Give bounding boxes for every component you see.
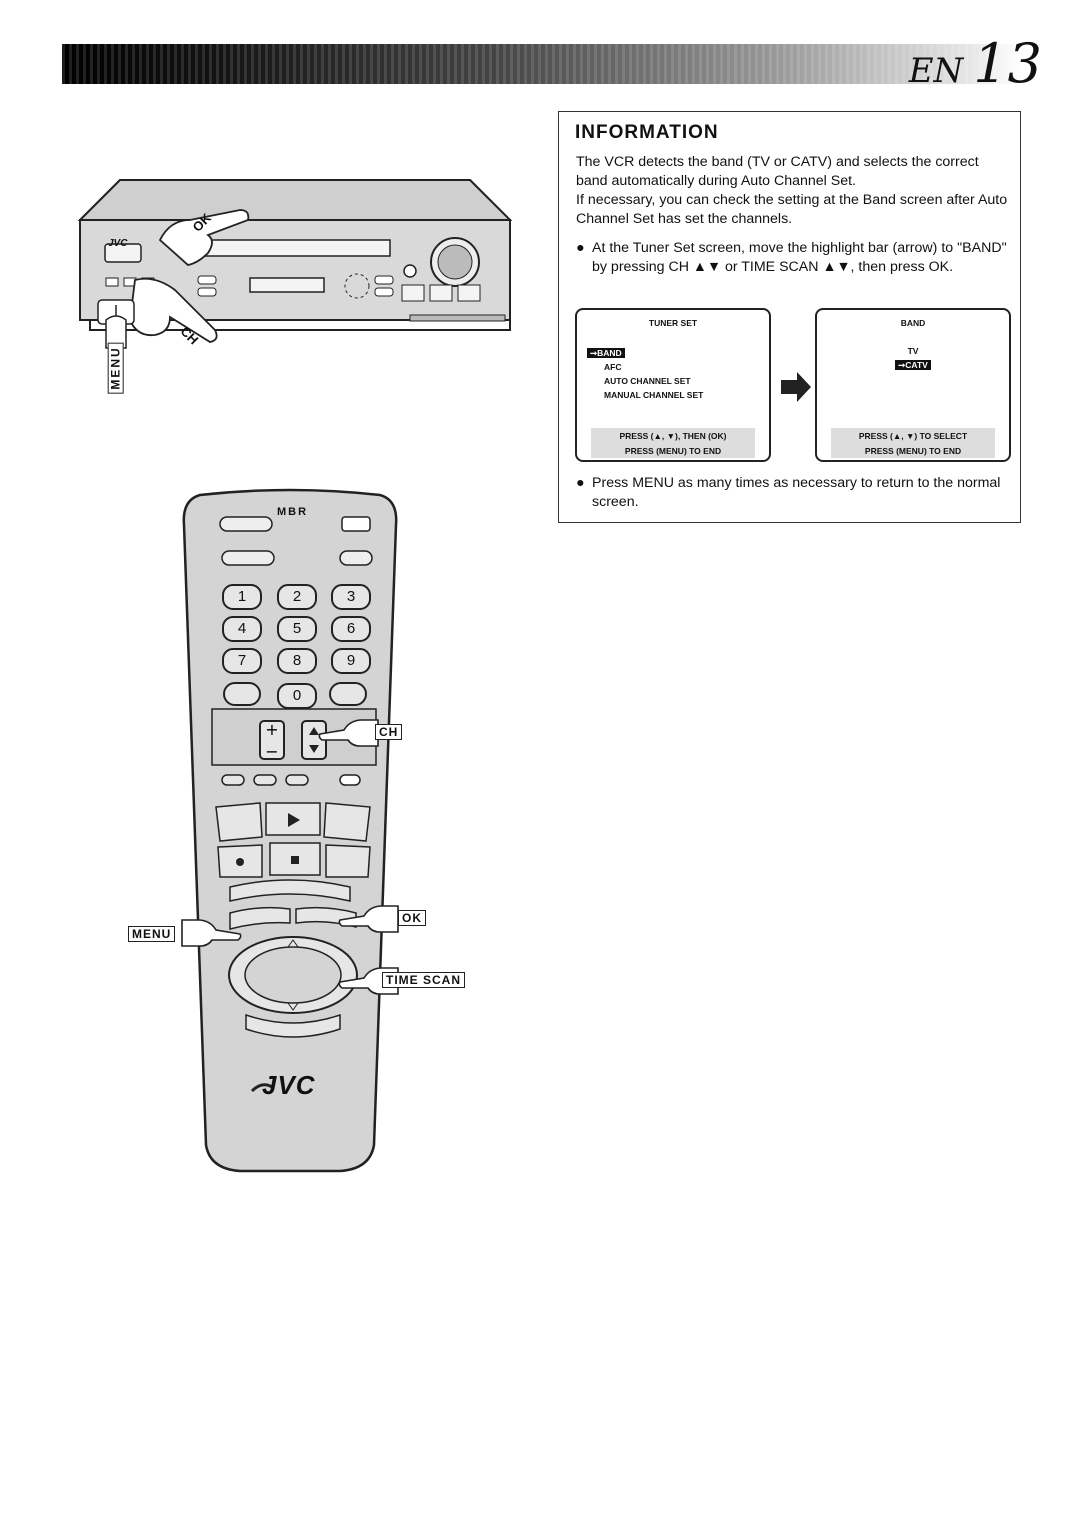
info-bullet-2: ● Press MENU as many times as necessary t…: [576, 474, 1008, 512]
tuner-footer-line-2: PRESS (MENU) TO END: [624, 446, 722, 456]
information-title: INFORMATION: [575, 122, 719, 143]
hand-pointer-ok-icon: [338, 905, 399, 933]
header-bar: [62, 44, 1022, 84]
digit-key-4[interactable]: 4: [222, 616, 262, 642]
information-box: INFORMATION The VCR detects the band (TV…: [558, 111, 1021, 523]
digit-key-1[interactable]: 1: [222, 584, 262, 610]
digit-key-6[interactable]: 6: [331, 616, 371, 642]
band-footer-line-1: PRESS (▲, ▼) TO SELECT: [858, 431, 968, 441]
tuner-item-auto-channel-set: AUTO CHANNEL SET: [604, 376, 691, 386]
svg-text:−: −: [265, 742, 278, 761]
digit-key-3[interactable]: 3: [331, 584, 371, 610]
remote-timescan-label: TIME SCAN: [382, 972, 465, 988]
digit-key-8[interactable]: 8: [277, 648, 317, 674]
info-paragraph-2: If necessary, you can check the setting …: [576, 192, 1008, 227]
remote-top-logo: MBR: [277, 506, 309, 518]
vcr-brand: JVC: [108, 238, 128, 249]
svg-text:+: +: [265, 720, 278, 739]
band-screen-title: BAND: [900, 318, 926, 328]
hand-pointer-ch-icon: [318, 719, 379, 747]
vcr-illustration: [77, 179, 513, 349]
band-screen-footer: PRESS (▲, ▼) TO SELECT PRESS (MENU) TO E…: [831, 428, 995, 458]
tuner-set-screen: TUNER SET ➞BAND AFC AUTO CHANNEL SET MAN…: [575, 308, 771, 462]
tuner-set-footer: PRESS (▲, ▼), THEN (OK) PRESS (MENU) TO …: [591, 428, 755, 458]
hand-pointer-menu-icon: [181, 919, 242, 947]
info-bullet-2-text: Press MENU as many times as necessary to…: [592, 475, 1001, 510]
band-item-tv: TV: [907, 346, 919, 356]
tuner-item-manual-channel-set: MANUAL CHANNEL SET: [604, 390, 704, 400]
bullet-icon: ●: [576, 475, 585, 491]
info-paragraph-1: The VCR detects the band (TV or CATV) an…: [576, 154, 979, 189]
right-arrow-icon: [781, 372, 811, 402]
remote-brand: JVC: [262, 1070, 316, 1100]
digit-key-5[interactable]: 5: [277, 616, 317, 642]
tuner-item-afc: AFC: [604, 362, 622, 372]
band-footer-line-2: PRESS (MENU) TO END: [864, 446, 962, 456]
remote-menu-label: MENU: [128, 926, 176, 942]
digit-key-9[interactable]: 9: [331, 648, 371, 674]
digit-key-7[interactable]: 7: [222, 648, 262, 674]
bullet-icon: ●: [576, 240, 585, 256]
tuner-footer-line-1: PRESS (▲, ▼), THEN (OK): [619, 431, 727, 441]
band-item-catv: ➞CATV: [895, 360, 931, 370]
digit-key-2[interactable]: 2: [277, 584, 317, 610]
info-bullet-1-text: At the Tuner Set screen, move the highli…: [592, 240, 1007, 275]
vcr-menu-label: MENU: [107, 342, 124, 394]
info-bullet-1: ● At the Tuner Set screen, move the highl…: [576, 239, 1008, 277]
remote-ch-label: CH: [375, 724, 403, 740]
digit-key-0[interactable]: 0: [277, 683, 317, 709]
tuner-set-title: TUNER SET: [648, 318, 698, 328]
remote-ok-label: OK: [398, 910, 426, 926]
tuner-item-band: ➞BAND: [587, 348, 625, 358]
band-screen: BAND TV ➞CATV PRESS (▲, ▼) TO SELECT PRE…: [815, 308, 1011, 462]
